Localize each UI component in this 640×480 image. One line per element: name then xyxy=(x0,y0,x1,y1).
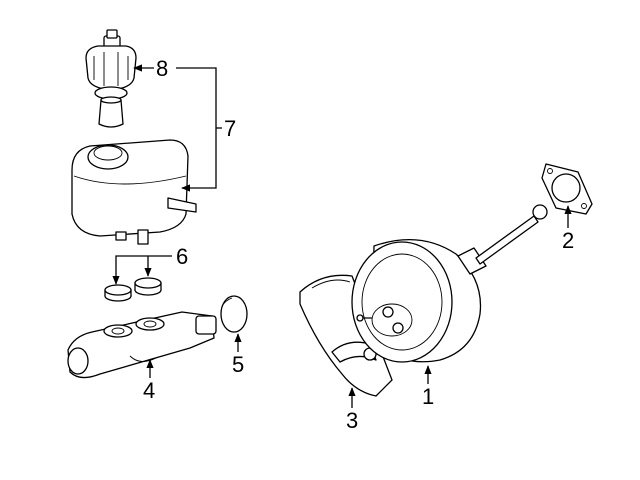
heat-shield xyxy=(299,274,393,397)
brake-fluid-reservoir xyxy=(71,139,197,245)
callout-2: 2 xyxy=(562,228,574,253)
callout-6: 6 xyxy=(176,244,188,269)
callout-5: 5 xyxy=(232,352,244,377)
callout-3: 3 xyxy=(346,408,358,433)
booster-gasket xyxy=(541,163,593,215)
leader-lines xyxy=(112,64,572,408)
reservoir-cap xyxy=(85,29,137,128)
callout-8: 8 xyxy=(156,56,168,81)
callout-1: 1 xyxy=(422,384,434,409)
brake-booster xyxy=(351,204,548,363)
callout-4: 4 xyxy=(143,378,155,403)
callout-7: 7 xyxy=(224,116,236,141)
seal xyxy=(220,295,248,333)
reservoir-grommets xyxy=(104,277,162,302)
master-cylinder xyxy=(67,311,217,379)
